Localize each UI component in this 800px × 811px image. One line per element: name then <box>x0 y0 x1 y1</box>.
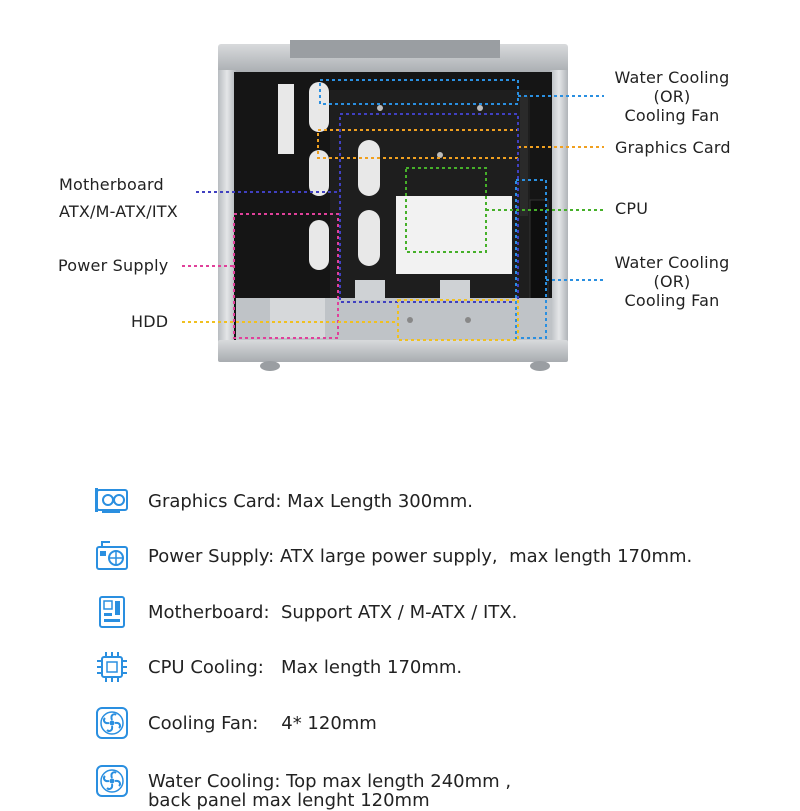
label-line: Cooling Fan <box>624 106 720 125</box>
cooling-fan-icon <box>94 705 130 741</box>
spec-text: Cooling Fan: 4* 120mm <box>148 712 377 734</box>
spec-motherboard: Motherboard: Support ATX / M-ATX / ITX. <box>94 594 517 630</box>
spec-text: Power Supply: ATX large power supply, ma… <box>148 545 693 567</box>
label-power-supply: Power Supply <box>58 256 169 275</box>
label-line: Motherboard <box>59 175 164 194</box>
label-line: Water Cooling <box>614 253 730 272</box>
spec-text-continued: back panel max lenght 120mm <box>148 790 430 811</box>
label-line: (OR) <box>653 272 691 291</box>
spec-text: Graphics Card: Max Length 300mm. <box>148 490 473 512</box>
spec-power-supply: Power Supply: ATX large power supply, ma… <box>94 538 692 574</box>
label-line: Water Cooling <box>614 68 730 87</box>
graphics-card-icon <box>94 483 130 519</box>
case-diagram: Water Cooling (OR) Cooling Fan Graphics … <box>58 40 732 371</box>
spec-text: Motherboard: Support ATX / M-ATX / ITX. <box>148 601 518 623</box>
spec-cpu-cooling: CPU Cooling: Max length 170mm. <box>94 649 462 685</box>
spec-text: CPU Cooling: Max length 170mm. <box>148 656 463 678</box>
label-line: ATX/M-ATX/ITX <box>59 202 178 221</box>
label-graphics-card: Graphics Card <box>615 138 731 157</box>
motherboard-icon <box>94 594 130 630</box>
power-supply-icon <box>94 538 130 574</box>
spec-graphics-card: Graphics Card: Max Length 300mm. <box>94 483 473 519</box>
label-cpu: CPU <box>615 199 649 218</box>
label-line: Cooling Fan <box>624 291 720 310</box>
spec-water-cooling: Water Cooling: Top max length 240mm , <box>94 763 511 799</box>
label-hdd: HDD <box>131 312 169 331</box>
spec-text: Water Cooling: Top max length 240mm , <box>148 770 512 792</box>
label-line: (OR) <box>653 87 691 106</box>
label-water-cooling-top: Water Cooling (OR) Cooling Fan <box>612 68 732 125</box>
label-water-cooling-rear: Water Cooling (OR) Cooling Fan <box>612 253 732 310</box>
cpu-icon <box>94 649 130 685</box>
label-motherboard: Motherboard ATX/M-ATX/ITX <box>59 171 178 225</box>
pc-case-illustration <box>182 40 604 371</box>
spec-list: Graphics Card: Max Length 300mm. Power S… <box>0 470 800 811</box>
spec-cooling-fan: Cooling Fan: 4* 120mm <box>94 705 377 741</box>
water-cooling-fan-icon <box>94 763 130 799</box>
